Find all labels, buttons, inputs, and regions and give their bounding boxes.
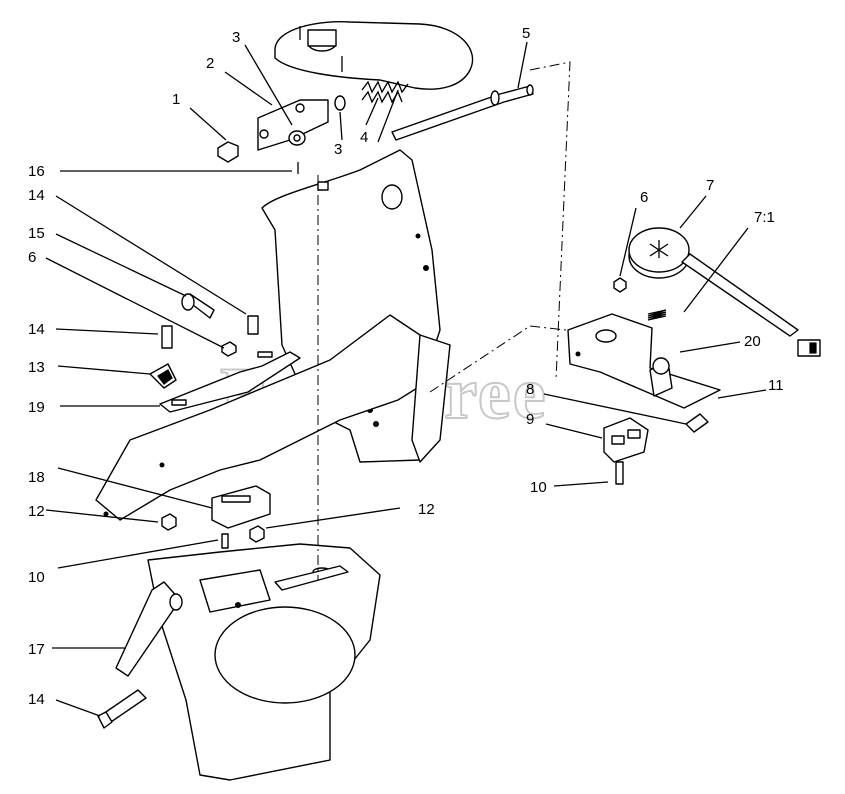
switch-18: [211, 485, 271, 529]
callout-11: 11: [768, 377, 784, 394]
screw-10b: [615, 461, 624, 485]
lower-housing: [147, 543, 381, 781]
callout-labels: 1 2 3 3 4 5 16 14 15 6 14 13 19 18 12 12…: [28, 25, 784, 708]
cross-frame: [95, 314, 451, 521]
shaft-5: [391, 84, 534, 141]
callout-4: 4: [360, 129, 368, 146]
callout-19: 19: [28, 399, 45, 416]
nut-6b: [613, 277, 627, 293]
callout-2: 2: [206, 55, 214, 72]
callout-14c: 14: [28, 691, 45, 708]
knob-7: [628, 227, 690, 279]
nut-12b: [249, 525, 265, 543]
callout-12a: 12: [28, 503, 45, 520]
callout-13: 13: [28, 359, 45, 376]
callout-10a: 10: [28, 569, 45, 586]
callout-9: 9: [526, 411, 534, 428]
switch-9: [603, 417, 649, 463]
rod-17: [115, 581, 183, 677]
callout-20: 20: [744, 333, 761, 350]
mount-plate: [567, 313, 721, 409]
callout-5: 5: [522, 25, 530, 42]
callout-6a: 6: [28, 249, 36, 266]
callout-16: 16: [28, 163, 45, 180]
nut-1: [217, 141, 239, 163]
callout-1: 1: [172, 91, 180, 108]
callout-6b: 6: [640, 189, 648, 206]
bracket-2: [257, 99, 329, 151]
callout-12b: 12: [418, 501, 435, 518]
callout-8: 8: [526, 381, 534, 398]
nut-6a: [221, 341, 237, 357]
callout-18: 18: [28, 469, 45, 486]
nut-12a: [161, 513, 177, 531]
clamp-13: [149, 363, 177, 389]
callout-10b: 10: [530, 479, 547, 496]
callout-14a: 14: [28, 187, 45, 204]
callout-7: 7: [706, 177, 714, 194]
screw-14a: [247, 315, 259, 335]
callout-17: 17: [28, 641, 45, 658]
cable-harness: [681, 253, 821, 357]
bolt-15: [181, 293, 215, 319]
callout-7-1: 7:1: [754, 209, 775, 226]
cam-plate: [274, 21, 474, 90]
callout-3a: 3: [232, 29, 240, 46]
bolt-14c: [97, 689, 147, 729]
callout-15: 15: [28, 225, 45, 242]
washer-3: [288, 95, 346, 146]
callout-3b: 3: [334, 141, 342, 158]
leader-lines: [45, 41, 767, 717]
strap-19: [159, 351, 301, 413]
screw-10a: [221, 533, 229, 549]
spring-7-1: [647, 309, 667, 321]
screw-14b: [161, 325, 173, 349]
bolt-11: [685, 413, 709, 433]
callout-14b: 14: [28, 321, 45, 338]
